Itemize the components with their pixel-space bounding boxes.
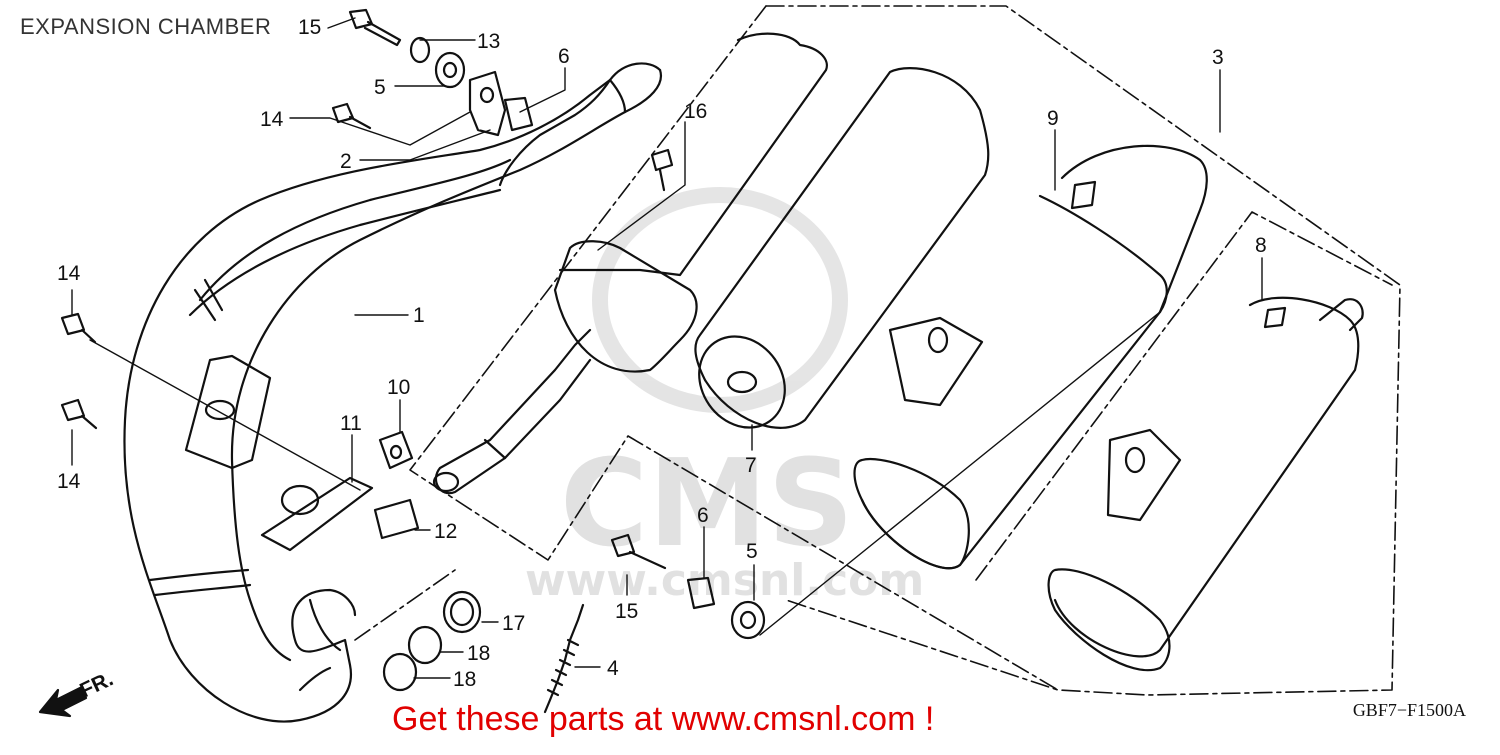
collar-12 bbox=[373, 498, 420, 540]
bracket-11 bbox=[260, 476, 374, 552]
callout-5-lower: 5 bbox=[746, 540, 758, 563]
washer-13 bbox=[409, 36, 431, 64]
bolt-15-top bbox=[348, 8, 402, 47]
callout-6-lower: 6 bbox=[697, 504, 709, 527]
callout-15-lower: 15 bbox=[615, 600, 638, 623]
bolt-14-top bbox=[331, 102, 372, 130]
gasket-group-outline bbox=[354, 569, 456, 641]
callout-15-top: 15 bbox=[298, 16, 321, 39]
silencer-group-outline bbox=[975, 211, 1393, 581]
muffler-body-9 bbox=[853, 144, 1208, 570]
callout-9: 9 bbox=[1047, 107, 1059, 130]
bolt-14-left-upper bbox=[60, 312, 97, 344]
watermark: CMS www.cmsnl.com bbox=[525, 187, 924, 606]
rubber-grommet-5-lower bbox=[730, 600, 766, 640]
pipe-mount-bracket bbox=[184, 354, 272, 470]
collar-6-lower bbox=[686, 576, 716, 610]
callout-3: 3 bbox=[1212, 46, 1224, 69]
clamp-10 bbox=[378, 430, 414, 470]
callout-10: 10 bbox=[387, 376, 410, 399]
callout-12: 12 bbox=[434, 520, 457, 543]
promo-link[interactable]: Get these parts at www.cmsnl.com ! bbox=[392, 700, 935, 738]
gasket-18-lower bbox=[382, 652, 418, 692]
spring-4 bbox=[543, 603, 585, 714]
callout-4: 4 bbox=[607, 657, 619, 680]
collar-6-top bbox=[503, 96, 534, 132]
callout-13: 13 bbox=[477, 30, 500, 53]
callout-numbers: 13 15 6 5 14 2 16 3 9 8 1 14 14 10 11 12… bbox=[57, 16, 1267, 703]
gasket-18-upper bbox=[407, 625, 443, 665]
page-title: EXPANSION CHAMBER bbox=[20, 14, 272, 39]
callout-8: 8 bbox=[1255, 234, 1267, 257]
callout-7: 7 bbox=[745, 454, 757, 477]
expansion-chamber-pipe bbox=[123, 62, 663, 723]
callout-14-left-upper: 14 bbox=[57, 262, 81, 285]
bolt-15-lower bbox=[610, 533, 667, 570]
inner-group-outline bbox=[409, 5, 1059, 691]
watermark-brand: CMS bbox=[560, 435, 854, 574]
silencer-8 bbox=[1047, 296, 1364, 672]
callout-18-lower: 18 bbox=[453, 668, 476, 691]
callout-14-top: 14 bbox=[260, 108, 284, 131]
muffler-packing-7 bbox=[694, 67, 990, 429]
gasket-17 bbox=[442, 590, 482, 634]
bolt-14-left-lower bbox=[60, 398, 98, 430]
watermark-url: www.cmsnl.com bbox=[525, 555, 924, 606]
callout-1: 1 bbox=[413, 304, 425, 327]
front-direction-arrow bbox=[38, 686, 88, 718]
rubber-grommet-5-top bbox=[434, 51, 466, 89]
bolt-16 bbox=[650, 148, 674, 192]
callout-11: 11 bbox=[340, 412, 362, 435]
callout-5-top: 5 bbox=[374, 76, 386, 99]
callout-18-upper: 18 bbox=[467, 642, 490, 665]
diagram-code: GBF7−F1500A bbox=[1352, 700, 1466, 720]
bracket-2 bbox=[468, 70, 507, 137]
callout-16: 16 bbox=[684, 100, 707, 123]
callout-6-top: 6 bbox=[558, 45, 570, 68]
callout-14-left-lower: 14 bbox=[57, 470, 81, 493]
inner-tail-pipe bbox=[432, 32, 828, 495]
callout-17: 17 bbox=[502, 612, 525, 635]
leader-lines bbox=[71, 17, 1263, 679]
callout-2: 2 bbox=[340, 150, 352, 173]
muffler-group-outline bbox=[765, 5, 1401, 696]
